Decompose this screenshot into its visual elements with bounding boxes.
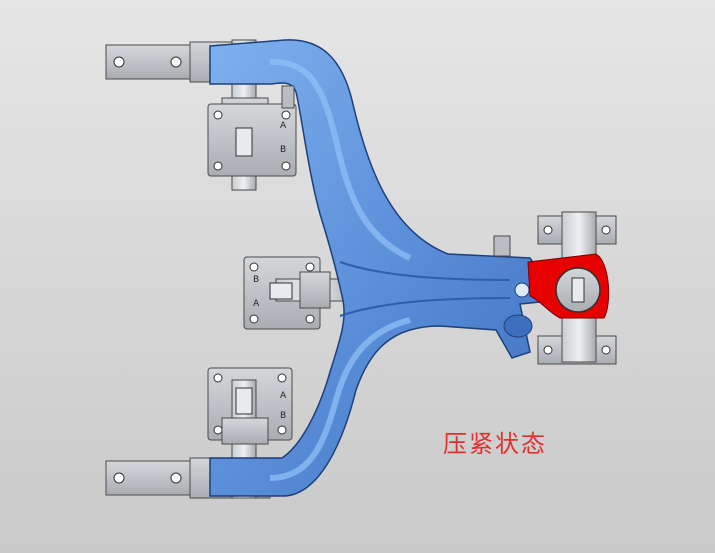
top-locator-block [235,127,253,157]
middle-base-bolt-4 [305,314,315,324]
right-upper-bracket-hole-1 [543,225,553,235]
middle-mark-b: B [253,275,259,285]
top-base-bolt-3 [213,161,223,171]
right-upper-clamp [561,211,597,261]
control-arm-boss [493,235,511,257]
bottom-base-bolt-4 [277,425,287,435]
top-mark-b: B [280,145,286,155]
bottom-base-bolt-1 [213,373,223,383]
control-arm-upper-rib [269,58,412,261]
control-arm-bore [514,282,530,298]
top-flange-hole-left [113,56,125,68]
bottom-flange-hole-left [113,472,125,484]
control-arm-lower-rib [269,317,411,481]
bottom-base-bolt-2 [277,373,287,383]
right-clamp-unit[interactable] [527,211,617,365]
control-arm-pocket [503,314,533,338]
control-arm-stud [281,85,295,109]
top-mark-a: A [280,121,287,131]
control-arm-part[interactable] [209,39,562,497]
control-arm-body [209,39,562,497]
middle-locator-block [269,282,293,300]
middle-base-bolt-3 [249,314,259,324]
top-flange-hole-right [170,56,182,68]
right-lower-bracket-hole-1 [543,345,553,355]
bottom-mark-a: A [280,391,287,401]
middle-clamp-unit[interactable]: A B [243,256,357,330]
bottom-mark-b: B [280,411,286,421]
bottom-locator-block [235,387,253,415]
bottom-clamp-block [221,417,269,445]
right-lower-bracket-hole-2 [601,345,611,355]
top-base-bolt-2 [281,110,291,120]
top-base-bolt-1 [213,110,223,120]
middle-base-bolt-1 [249,262,259,272]
top-base-bolt-4 [281,161,291,171]
bottom-base-bolt-3 [213,425,223,435]
right-upper-bracket-hole-2 [601,225,611,235]
right-lower-clamp [561,317,597,363]
middle-mark-a: A [253,299,260,309]
bottom-flange-hole-right [170,472,182,484]
bushing-core [571,277,585,303]
middle-clamp-block [299,271,331,309]
control-arm-center-web [339,261,511,317]
middle-base-bolt-2 [305,262,315,272]
clamping-status-label: 压紧状态 [443,430,547,458]
